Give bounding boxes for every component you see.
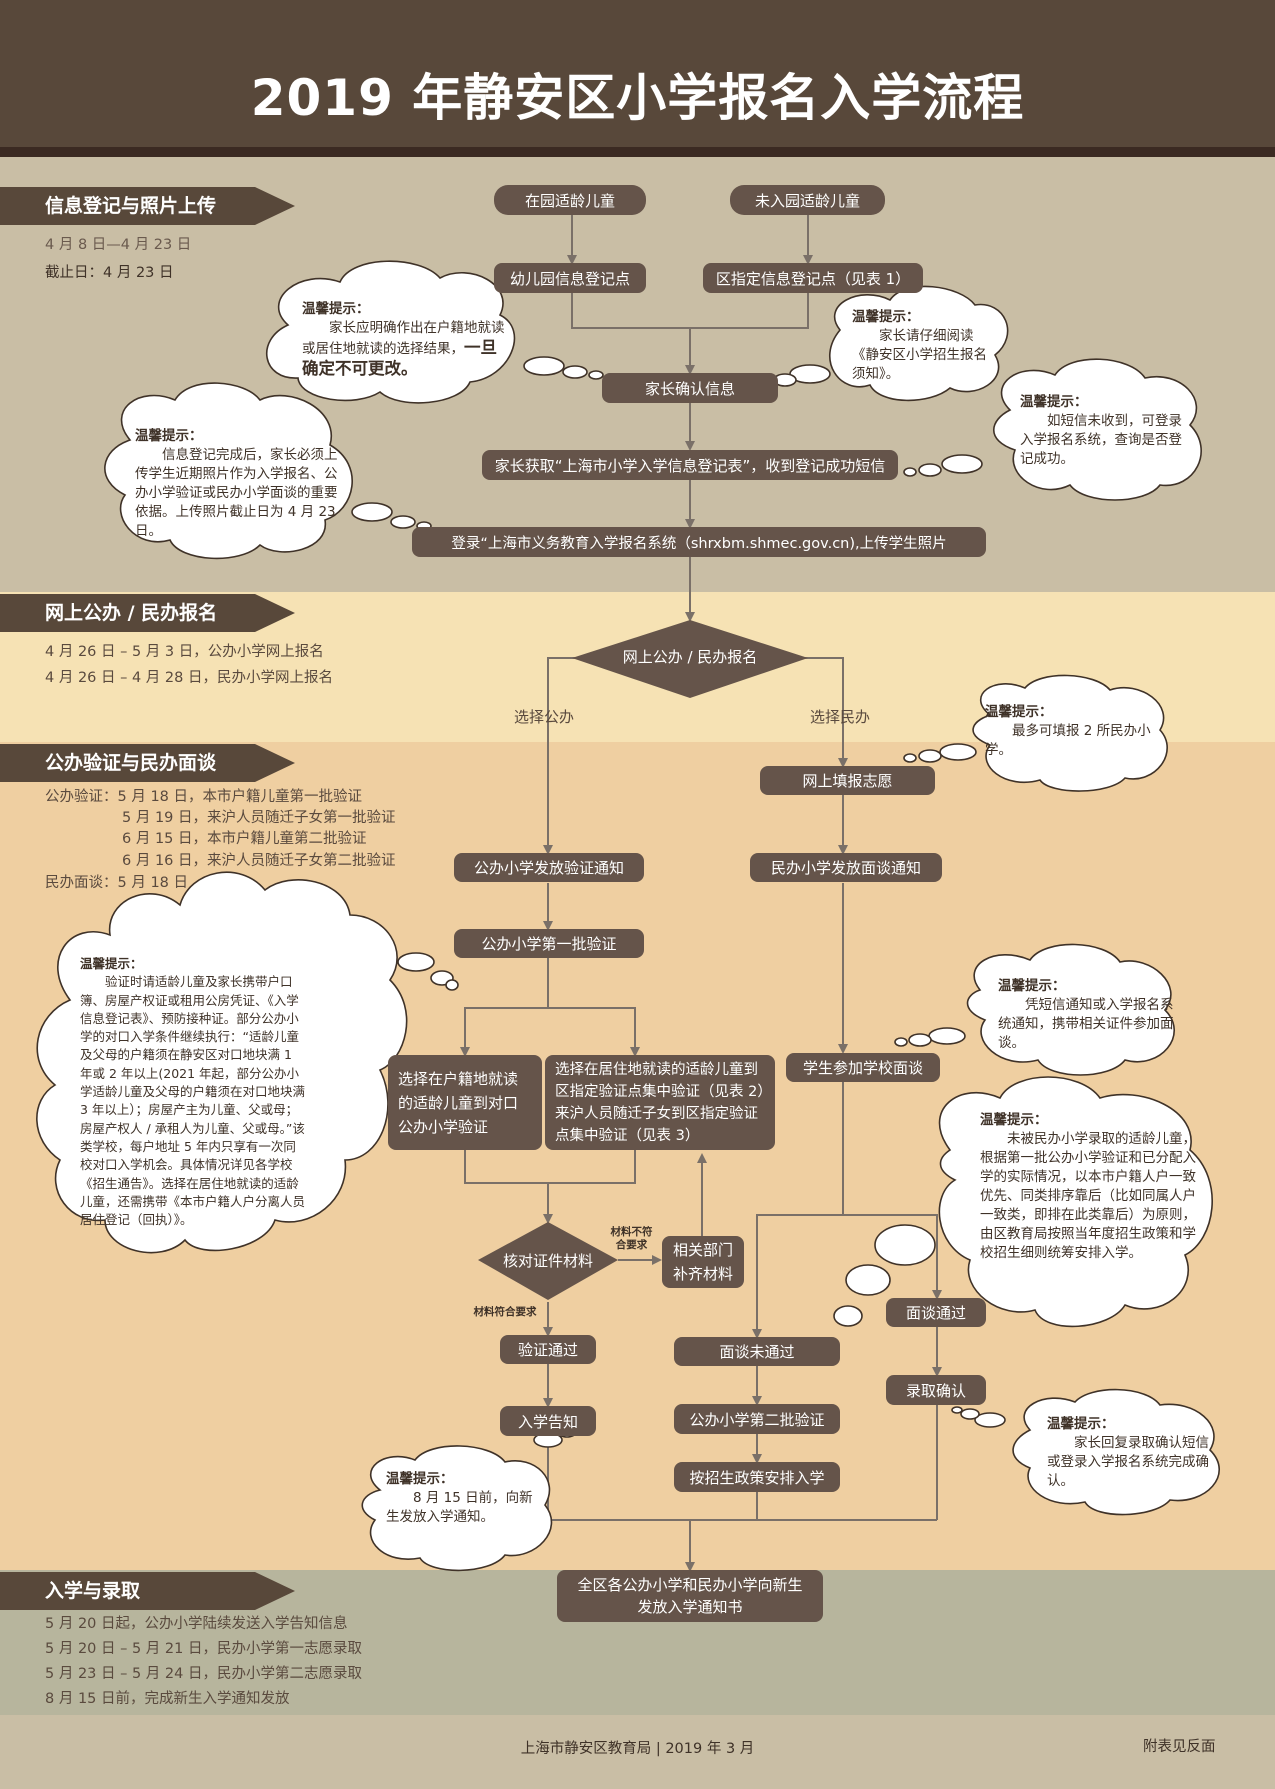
stage-tag-registration: 信息登记与照片上传 [0, 187, 295, 225]
tip-aug15: 温馨提示： 8 月 15 日前，向新生发放入学通知。 [386, 1471, 533, 1525]
node-district-registration: 区指定信息登记点（见表 1） [703, 263, 923, 293]
stage1-line: 4 月 8 日—4 月 23 日 [45, 237, 192, 253]
node-check-docs: 核对证件材料 [502, 1252, 593, 1270]
label-not-ok-2: 合要求 [615, 1239, 648, 1251]
node-interview-pass: 面谈通过 [886, 1298, 986, 1327]
node-public-notice: 公办小学发放验证通知 [454, 853, 644, 882]
stage3-line: 5 月 19 日，来沪人员随迁子女第一批验证 [122, 810, 396, 826]
tip-interview: 温馨提示： 凭短信通知或入学报名系统通知，携带相关证件参加面谈。 [998, 978, 1174, 1051]
stage2-line: 4 月 26 日 – 4 月 28 日，民办小学网上报名 [45, 670, 333, 686]
tip-max-private: 温馨提示： 最多可填报 2 所民办小学。 [985, 704, 1151, 758]
tip-no-sms: 温馨提示： 如短信未收到，可登录入学报名系统，查询是否登记成功。 [1020, 394, 1182, 467]
node-admit-confirm: 录取确认 [886, 1375, 986, 1405]
node-final-notice: 全区各公办小学和民办小学向新生发放入学通知书 [557, 1570, 823, 1622]
node-online-apply: 网上公办 / 民办报名 [622, 648, 758, 666]
node-in-kindergarten: 在园适龄儿童 [494, 185, 646, 215]
stage4-line: 5 月 20 日起，公办小学陆续发送入学告知信息 [45, 1616, 348, 1632]
stage4-line: 5 月 20 日 – 5 月 21 日，民办小学第一志愿录取 [45, 1641, 362, 1657]
label-ok: 材料符合要求 [473, 1306, 537, 1318]
stage-tag-verification: 公办验证与民办面谈 [0, 744, 295, 782]
tip-confirm: 温馨提示： 家长回复录取确认短信或登录入学报名系统完成确认。 [1047, 1416, 1209, 1489]
label-not-ok: 材料不符 [610, 1226, 653, 1238]
footer-note: 附表见反面 [1143, 1739, 1216, 1755]
node-arrange: 按招生政策安排入学 [674, 1462, 840, 1492]
stage4-line: 5 月 23 日 – 5 月 24 日，民办小学第二志愿录取 [45, 1666, 362, 1682]
tip-verify-docs: 温馨提示： 验证时请适龄儿童及家长携带户口簿、房屋产权证或租用公房凭证、《入学信… [80, 956, 306, 1228]
tip-not-admitted: 温馨提示： 未被民办小学录取的适龄儿童，根据第一批公办小学验证和已分配入学的实际… [980, 1112, 1196, 1261]
node-interview: 学生参加学校面谈 [786, 1053, 940, 1082]
node-get-form: 家长获取“上海市小学入学信息登记表”，收到登记成功短信 [482, 450, 898, 480]
node-public-first-verify: 公办小学第一批验证 [454, 929, 644, 958]
node-interview-fail: 面谈未通过 [674, 1337, 840, 1366]
node-supplement: 相关部门补齐材料 [662, 1236, 744, 1288]
node-option-huji: 选择在户籍地就读的适龄儿童到对口公办小学验证 [388, 1055, 542, 1150]
page-title: 2019 年静安区小学报名入学流程 [250, 69, 1025, 127]
stage-tag-online-apply: 网上公办 / 民办报名 [0, 594, 295, 632]
tip-read-notice: 温馨提示： 家长请仔细阅读《静安区小学招生报名须知》。 [852, 309, 987, 382]
tip-choice: 温馨提示： 家长应明确作出在户籍地就读或居住地就读的选择结果，一旦确定不可更改。 [302, 300, 507, 380]
node-option-residence: 选择在居住地就读的适龄儿童到区指定验证点集中验证（见表 2）来沪人员随迁子女到区… [545, 1055, 775, 1150]
header-band [0, 0, 1275, 147]
node-enroll-notice: 入学告知 [500, 1406, 596, 1436]
node-public-second-verify: 公办小学第二批验证 [674, 1404, 840, 1434]
stage4-line: 8 月 15 日前，完成新生入学通知发放 [45, 1691, 290, 1707]
tip-heading: 温馨提示： [302, 301, 370, 317]
node-private-notice: 民办小学发放面谈通知 [750, 853, 942, 882]
node-verify-pass: 验证通过 [500, 1335, 596, 1364]
stage3-line: 6 月 16 日，来沪人员随迁子女第二批验证 [122, 853, 396, 869]
node-login-upload: 登录“上海市义务教育入学报名系统（shrxbm.shmec.gov.cn),上传… [412, 527, 986, 557]
stage3-line: 民办面谈：5 月 18 日 [45, 875, 189, 891]
decision-diamond-check [478, 1222, 618, 1300]
node-parent-confirm: 家长确认信息 [602, 373, 778, 403]
node-fill-wish: 网上填报志愿 [760, 766, 935, 795]
footer-band [0, 1715, 1275, 1789]
stage3-line: 公办验证：5 月 18 日，本市户籍儿童第一批验证 [45, 789, 363, 805]
stage3-line: 6 月 15 日，本市户籍儿童第二批验证 [122, 831, 367, 847]
decision-diamond-apply [572, 620, 808, 698]
stage1-deadline: 截止日：4 月 23 日 [45, 265, 174, 281]
label-choose-public: 选择公办 [514, 708, 575, 726]
stage2-line: 4 月 26 日 – 5 月 3 日，公办小学网上报名 [45, 644, 324, 660]
tip-upload-photo: 温馨提示： 信息登记完成后，家长必须上传学生近期照片作为入学报名、公办小学验证或… [135, 428, 338, 539]
label-choose-private: 选择民办 [810, 708, 871, 726]
stage-tag-admission: 入学与录取 [0, 1572, 295, 1610]
footer-issuer: 上海市静安区教育局 | 2019 年 3 月 [520, 1741, 755, 1757]
node-kindergarten-registration: 幼儿园信息登记点 [494, 263, 646, 293]
header-stripe [0, 147, 1275, 157]
node-not-in-kindergarten: 未入园适龄儿童 [730, 185, 885, 215]
